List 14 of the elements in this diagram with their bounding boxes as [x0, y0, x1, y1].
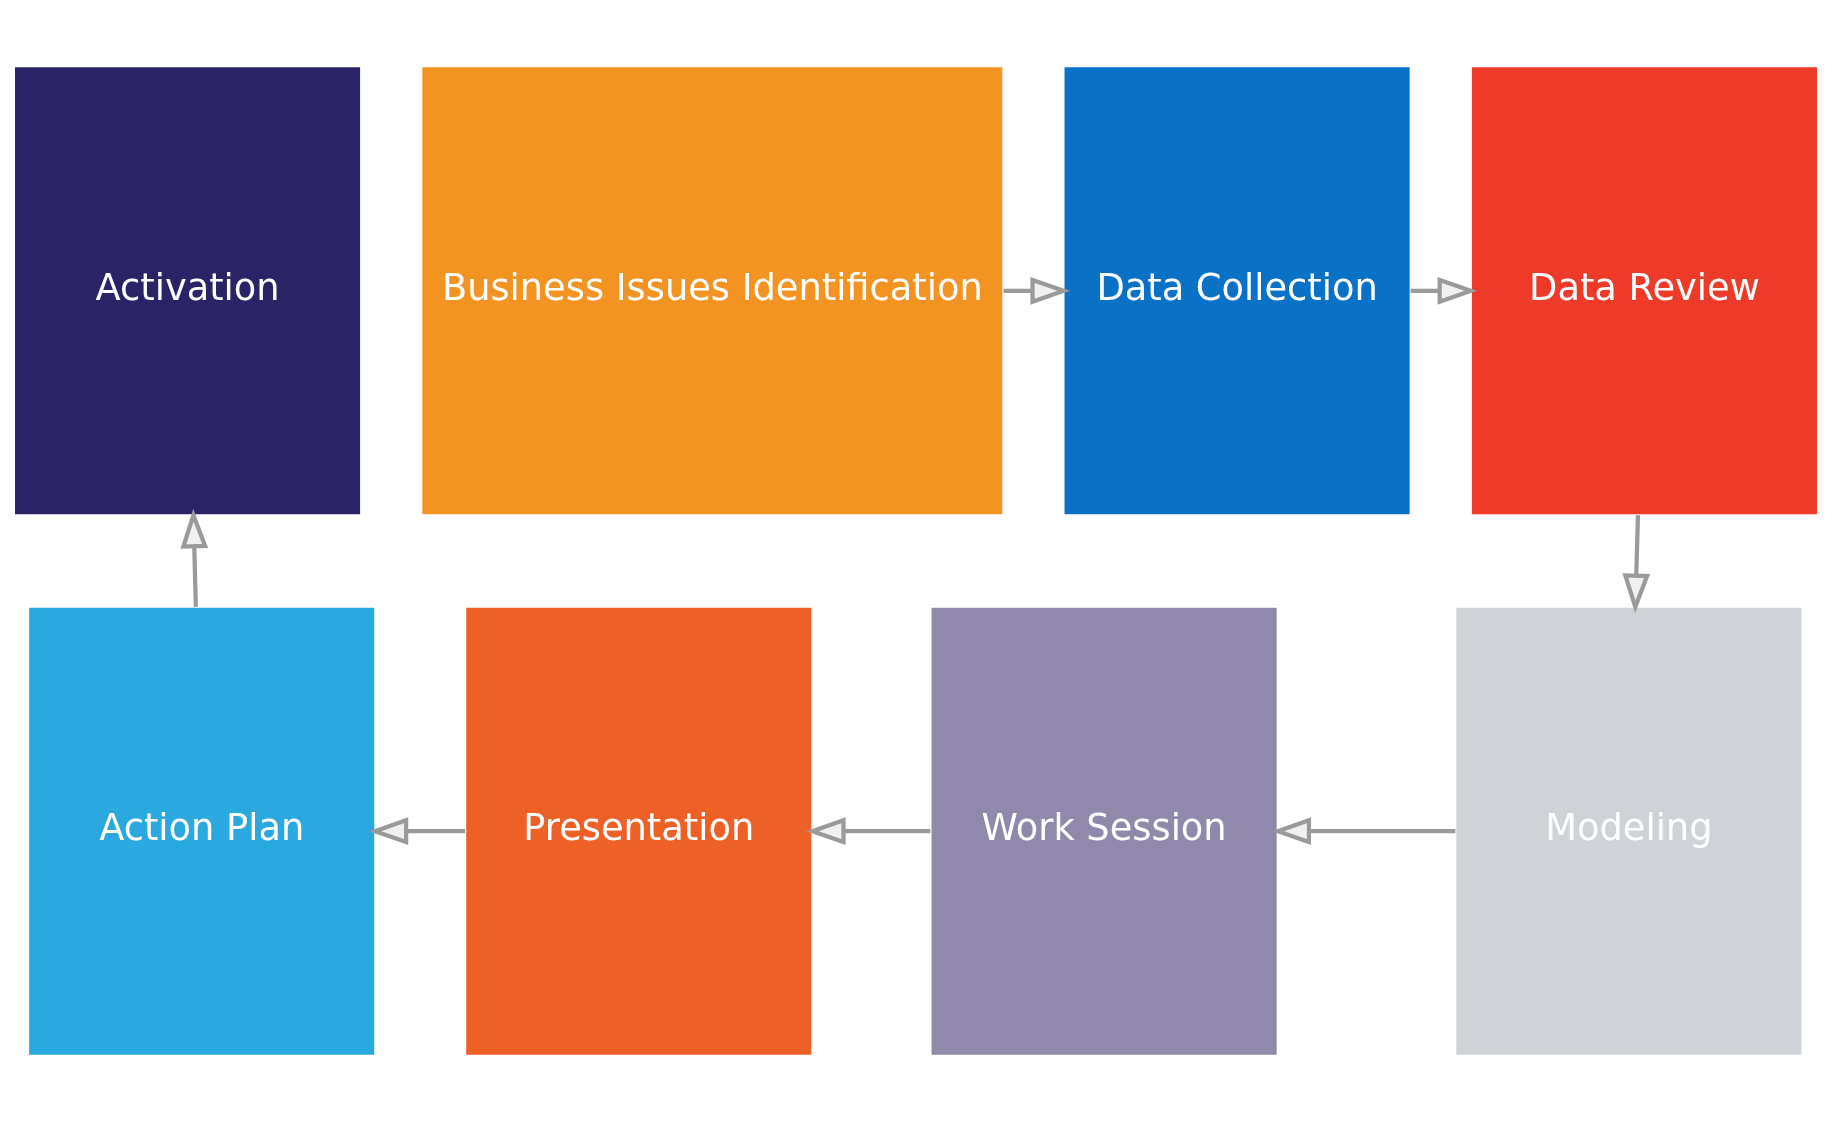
node-box: Activation: [13, 65, 362, 516]
node-box: Data Collection: [1063, 65, 1412, 516]
arrow: [1003, 276, 1071, 305]
node-box: Action Plan: [27, 606, 376, 1057]
arrow: [1271, 817, 1456, 846]
node-box: Presentation: [464, 606, 813, 1057]
arrow: [805, 817, 931, 846]
arrow: [368, 817, 466, 846]
arrow: [1410, 276, 1478, 305]
node-box: Work Session: [930, 606, 1279, 1057]
node-box: Business Issues Identification: [420, 65, 1004, 516]
arrow: [180, 508, 209, 607]
node-box: Data Review: [1470, 65, 1819, 516]
arrow: [1622, 515, 1651, 614]
